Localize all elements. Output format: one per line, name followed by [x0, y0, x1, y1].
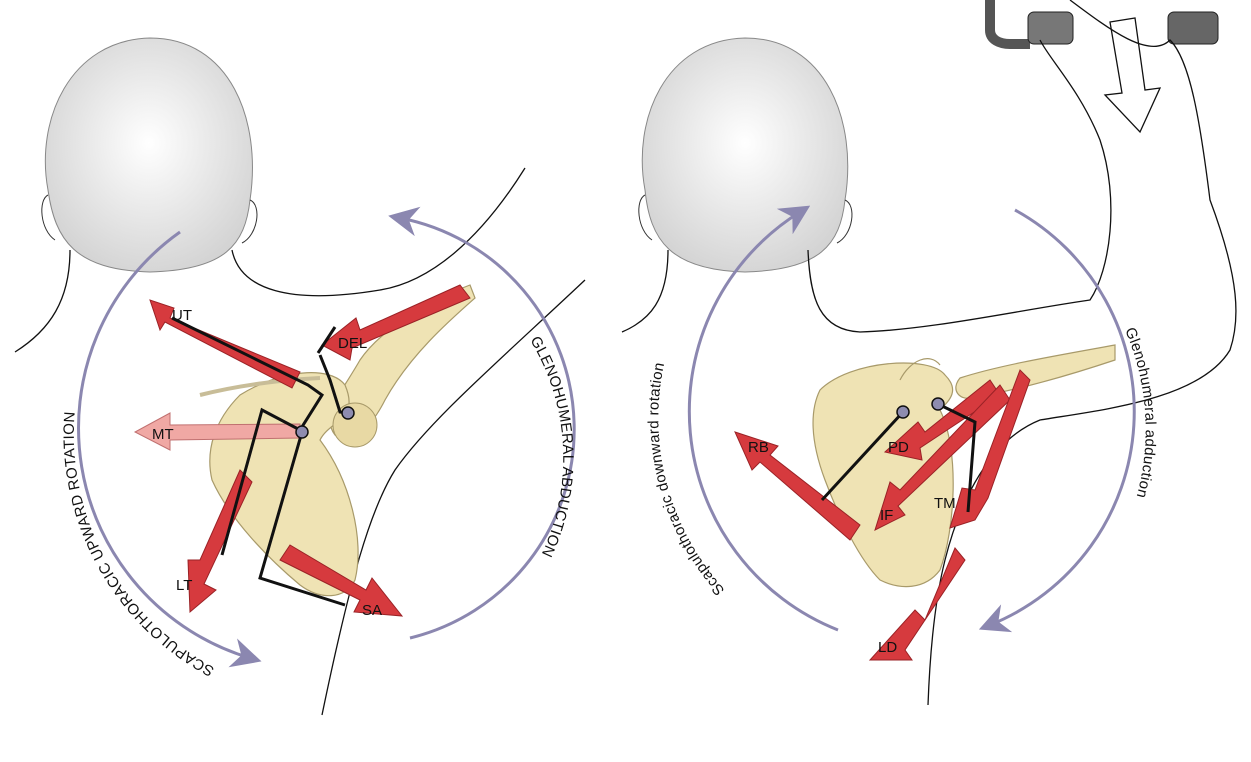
body-outline-right — [621, 0, 1237, 706]
label-if: IF — [880, 507, 893, 524]
label-glenohumeral-abduction: GLENOHUMERAL ABDUCTION — [527, 333, 577, 559]
abduction-arc-arrow — [388, 206, 576, 640]
downward-rotation-arc-arrow — [687, 205, 839, 632]
label-lt: LT — [176, 577, 192, 594]
axis-point-left-scapula — [295, 425, 309, 439]
scapula-humerus-right — [812, 344, 1116, 588]
axis-point-right-humerus — [931, 397, 945, 411]
right-panel: RB PD IF TM LD Scapulothoracic downward … — [621, 0, 1237, 706]
body-outline-left — [14, 167, 586, 716]
mt-muscle-arrow — [133, 412, 301, 451]
lever-lines-right — [820, 402, 977, 513]
label-scapulothoracic-downward-rotation: Scapulothoracic downward rotation — [645, 361, 728, 599]
label-sa: SA — [362, 602, 382, 619]
dumbbell-bar — [985, 0, 1219, 134]
label-rb: RB — [748, 439, 769, 456]
label-tm: TM — [934, 495, 956, 512]
label-ut: UT — [172, 307, 192, 324]
label-del: DEL — [338, 335, 367, 352]
left-panel: UT DEL MT LT SA SCAPULOTHORACIC UPWARD R… — [14, 37, 586, 716]
scapula-humerus-left — [199, 284, 476, 597]
ld-muscle-arrow — [868, 547, 966, 661]
adduction-arc-arrow — [978, 208, 1136, 633]
upward-rotation-arc-arrow — [77, 230, 262, 668]
label-scapulothoracic-upward-rotation: SCAPULOTHORACIC UPWARD ROTATION — [61, 411, 217, 680]
tm-muscle-arrow — [949, 369, 1031, 529]
sa-muscle-arrow — [279, 544, 404, 617]
axis-point-left-humerus — [341, 406, 355, 420]
label-mt: MT — [152, 426, 174, 443]
head-left — [41, 37, 258, 273]
rb-muscle-arrow — [734, 431, 861, 541]
pull-down-arrow-icon — [1103, 17, 1162, 134]
label-pd: PD — [888, 439, 909, 456]
del-muscle-arrow — [321, 284, 471, 361]
head-right — [638, 37, 853, 273]
axis-point-right-scapula — [896, 405, 910, 419]
label-ld: LD — [878, 639, 897, 656]
